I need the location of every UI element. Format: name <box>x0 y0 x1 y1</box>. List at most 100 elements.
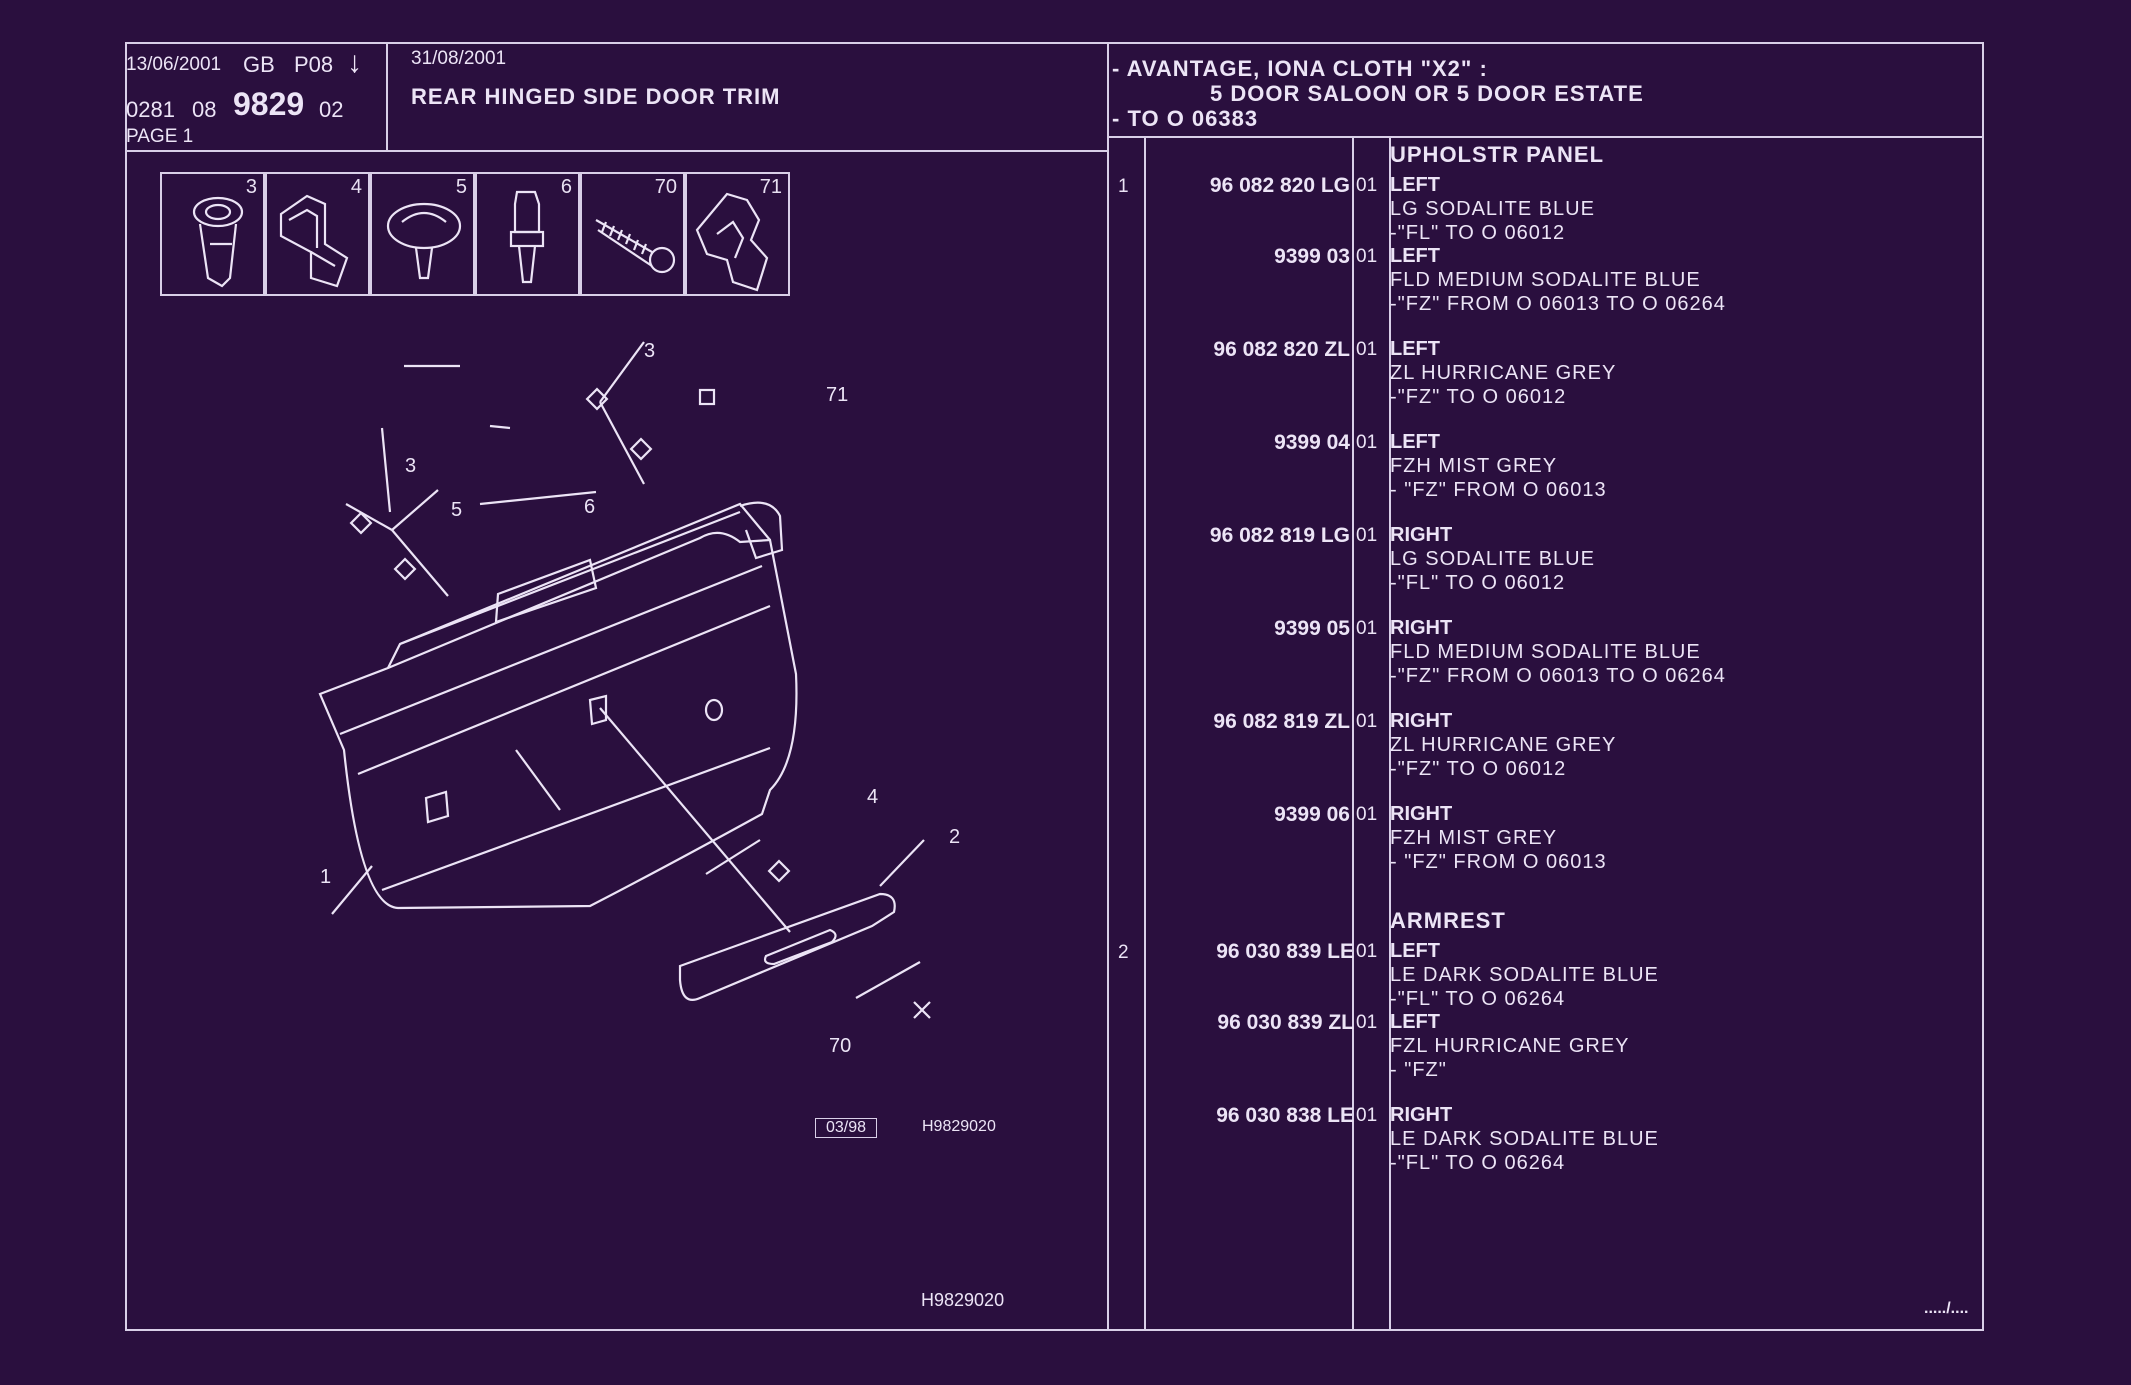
down-arrow-icon: ↓ <box>347 46 362 79</box>
part-description-line: - "FZ" FROM O 06013 <box>1390 479 1607 501</box>
header-code: P08 <box>294 52 334 77</box>
header-plate-no: 9829 <box>233 86 305 122</box>
part-heading: ARMREST <box>1390 908 1506 933</box>
part-reference[interactable]: 96 082 819 ZL <box>1213 710 1350 733</box>
part-reference[interactable]: 9399 04 <box>1274 431 1350 454</box>
part-reference[interactable]: 96 030 839 LE <box>1216 940 1354 963</box>
fastener-box-5: 5 <box>370 172 475 296</box>
part-description-line: FZH MIST GREY <box>1390 455 1558 477</box>
fastener-number: 3 <box>245 176 257 198</box>
col-line-2 <box>1352 136 1354 1329</box>
part-side: LEFT <box>1390 431 1440 453</box>
fastener-box-3: 3 <box>160 172 265 296</box>
part-quantity: 01 <box>1356 941 1378 962</box>
part-quantity: 01 <box>1356 175 1378 196</box>
part-reference[interactable]: 9399 05 <box>1274 617 1350 640</box>
part-quantity: 01 <box>1356 1105 1378 1126</box>
drawing-ref-bottom: H9829020 <box>921 1290 1005 1310</box>
screw-icon <box>595 219 676 274</box>
fastener-number: 5 <box>455 176 467 198</box>
retainer-icon <box>279 194 349 288</box>
part-quantity: 01 <box>1356 525 1378 546</box>
fastener-number: 6 <box>560 176 572 198</box>
part-side: LEFT <box>1390 1011 1440 1033</box>
header-subgroup: 08 <box>192 97 217 122</box>
part-side: RIGHT <box>1390 803 1453 825</box>
part-heading: UPHOLSTR PANEL <box>1390 142 1605 167</box>
update-date: 31/08/2001 <box>411 48 507 69</box>
header-divider-v2 <box>1107 42 1109 1329</box>
part-description-line: LG SODALITE BLUE <box>1390 548 1595 570</box>
part-description-line: -"FL" TO O 06264 <box>1390 988 1566 1010</box>
callout-6: 6 <box>584 496 596 518</box>
continuation-mark: ...../.... <box>1924 1300 1969 1317</box>
fastener-box-6: 6 <box>475 172 580 296</box>
part-reference[interactable]: 96 030 838 LE <box>1216 1104 1354 1127</box>
part-description-line: LG SODALITE BLUE <box>1390 198 1595 220</box>
drawing-revision: 03/98 <box>815 1118 878 1138</box>
part-reference[interactable]: 9399 06 <box>1274 803 1350 826</box>
header-page: PAGE 1 <box>126 126 194 147</box>
part-side: RIGHT <box>1390 710 1453 732</box>
part-description-line: -"FL" TO O 06264 <box>1390 1152 1566 1174</box>
application-line-1: - AVANTAGE, IONA CLOTH "X2" : <box>1112 56 1488 81</box>
drawing-ref-small: H9829020 <box>922 1118 996 1135</box>
header-lang: GB <box>243 52 275 77</box>
part-reference[interactable]: 96 082 820 LG <box>1209 174 1350 197</box>
header-group: 0281 <box>126 97 175 122</box>
part-reference[interactable]: 96 030 839 ZL <box>1217 1011 1354 1034</box>
callout-3-left: 3 <box>405 455 417 477</box>
door-trim-exploded-drawing <box>318 341 931 1019</box>
part-side: LEFT <box>1390 338 1440 360</box>
catalog-sheet <box>125 42 1984 1331</box>
part-quantity: 01 <box>1356 339 1378 360</box>
part-description-line: FZH MIST GREY <box>1390 827 1558 849</box>
plug-icon <box>509 190 545 284</box>
part-quantity: 01 <box>1356 711 1378 732</box>
item-number: 1 <box>1118 176 1129 197</box>
part-description-line: - "FZ" FROM O 06013 <box>1390 851 1607 873</box>
part-description-line: -"FZ" TO O 06012 <box>1390 758 1567 780</box>
fastener-box-70: 70 <box>580 172 685 296</box>
page-title: REAR HINGED SIDE DOOR TRIM <box>411 84 781 109</box>
part-quantity: 01 <box>1356 618 1378 639</box>
header-divider-h <box>125 150 1107 152</box>
fastener-box-4: 4 <box>265 172 370 296</box>
header-date: 13/06/2001 <box>126 54 222 75</box>
application-line-2: 5 DOOR SALOON OR 5 DOOR ESTATE <box>1210 81 1644 106</box>
callout-3-top: 3 <box>644 340 656 362</box>
callout-1: 1 <box>320 866 332 888</box>
part-reference[interactable]: 96 082 820 ZL <box>1213 338 1350 361</box>
callout-2: 2 <box>949 826 961 848</box>
part-description-line: -"FZ" TO O 06012 <box>1390 386 1567 408</box>
header-divider-v1 <box>386 42 388 152</box>
callout-5: 5 <box>451 499 463 521</box>
clip-icon <box>192 196 244 288</box>
application-line-3: - TO O 06383 <box>1112 106 1259 131</box>
part-reference[interactable]: 96 082 819 LG <box>1209 524 1350 547</box>
bracket-icon <box>695 192 769 292</box>
part-description-line: ZL HURRICANE GREY <box>1390 362 1617 384</box>
leader-lines <box>331 341 925 999</box>
door-panel <box>318 501 798 910</box>
fastener-number: 71 <box>759 176 782 198</box>
part-side: RIGHT <box>1390 617 1453 639</box>
push-rivet-icon <box>386 202 462 280</box>
application-divider-h <box>1107 136 1982 138</box>
part-reference[interactable]: 9399 03 <box>1274 245 1350 268</box>
part-description-line: LE DARK SODALITE BLUE <box>1390 964 1659 986</box>
callout-70: 70 <box>829 1035 852 1057</box>
part-quantity: 01 <box>1356 432 1378 453</box>
part-quantity: 01 <box>1356 1012 1378 1033</box>
callout-71: 71 <box>826 384 849 406</box>
part-description-line: FZL HURRICANE GREY <box>1390 1035 1630 1057</box>
part-side: LEFT <box>1390 245 1440 267</box>
part-description-line: FLD MEDIUM SODALITE BLUE <box>1390 269 1701 291</box>
part-side: RIGHT <box>1390 1104 1453 1126</box>
callout-4: 4 <box>867 786 879 808</box>
part-side: LEFT <box>1390 940 1440 962</box>
part-description-line: - "FZ" <box>1390 1059 1447 1081</box>
part-description-line: FLD MEDIUM SODALITE BLUE <box>1390 641 1701 663</box>
col-line-1 <box>1144 136 1146 1329</box>
part-description-line: LE DARK SODALITE BLUE <box>1390 1128 1659 1150</box>
